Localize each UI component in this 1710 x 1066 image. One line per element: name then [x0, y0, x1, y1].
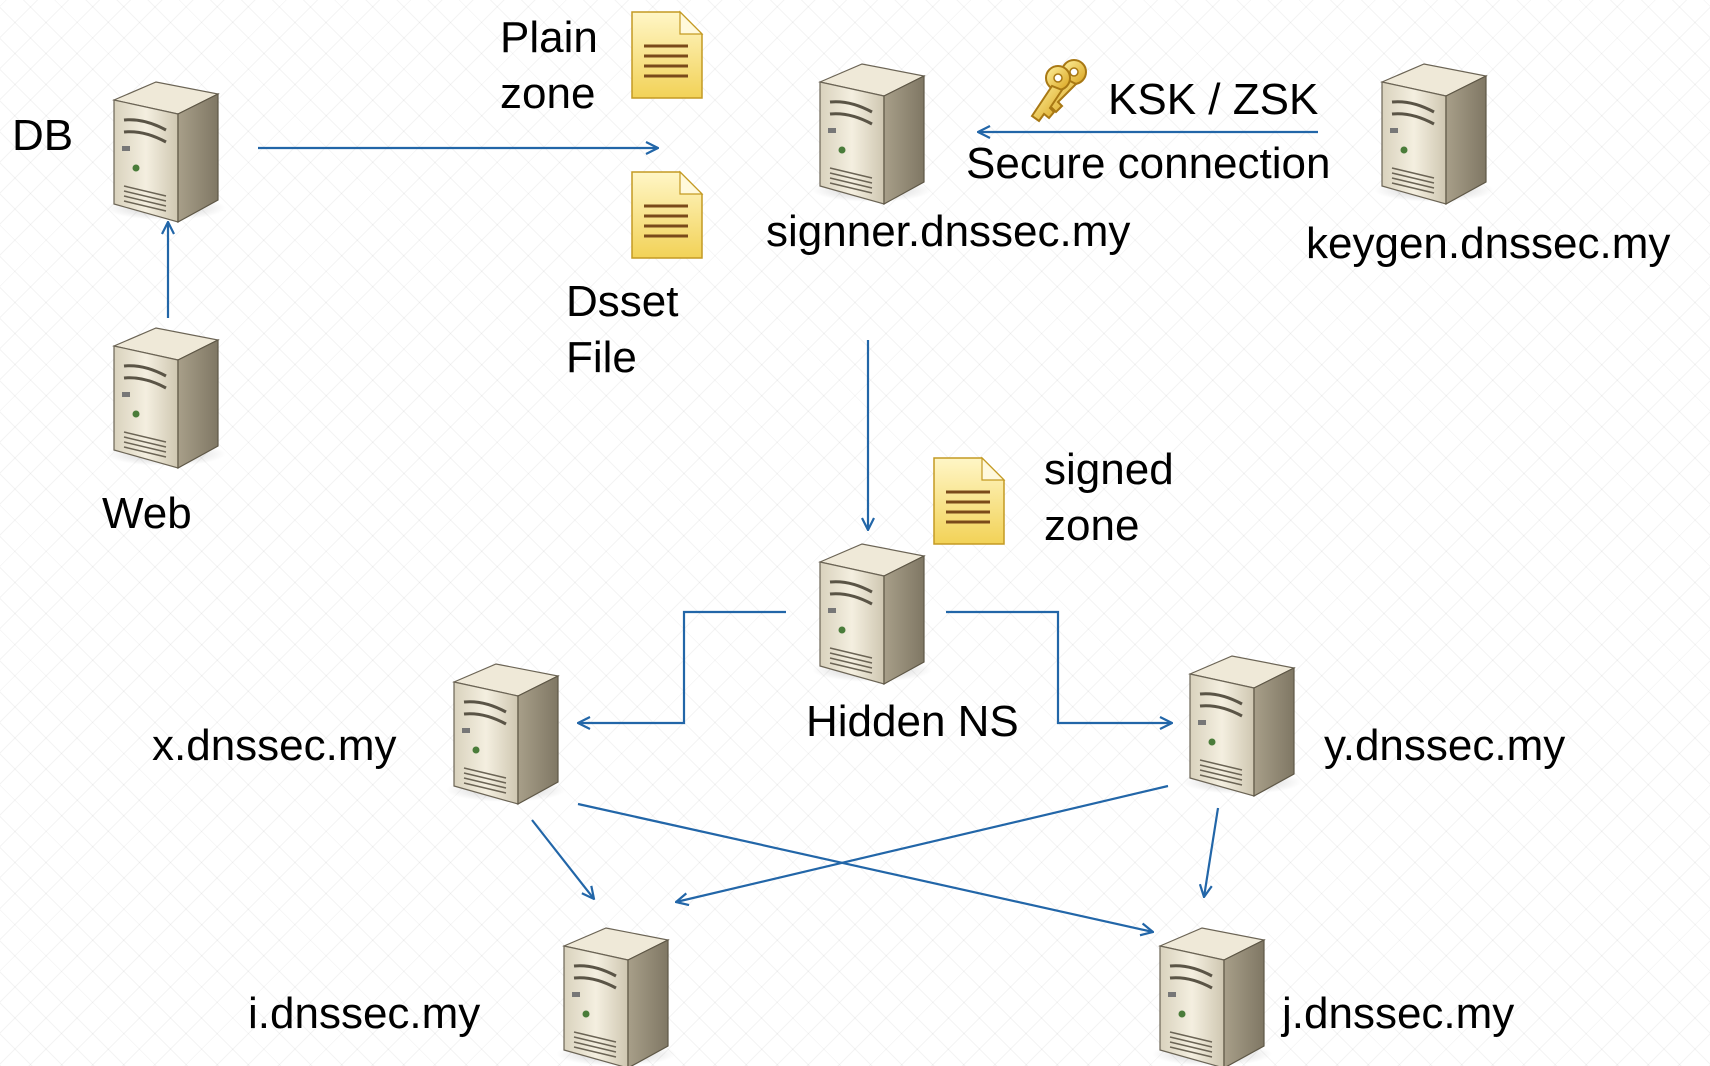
y-server-icon: [1180, 654, 1304, 798]
arrow-hidden-ns-to-x: [578, 610, 786, 723]
i-server-icon: [554, 926, 678, 1066]
arrow-x-to-i: [531, 819, 594, 899]
dsset-document-icon: [630, 170, 704, 260]
ksk-zsk-label: KSK / ZSK: [1108, 75, 1319, 124]
i-dnssec-label: i.dnssec.my: [248, 989, 481, 1038]
arrow-hidden-ns-to-y: [946, 610, 1172, 723]
web-label: Web: [102, 489, 192, 538]
signed-zone-label: signed zone: [1044, 442, 1174, 554]
plain-zone-label-line1: Plain: [500, 13, 598, 62]
x-server-icon: [444, 662, 568, 806]
keygen-label: keygen.dnssec.my: [1306, 219, 1671, 268]
signner-server-icon: [810, 62, 934, 206]
connectors: [168, 132, 1318, 932]
signed-zone-label-line2: zone: [1044, 501, 1140, 550]
dsset-file-label-line1: Dsset: [566, 277, 679, 326]
y-dnssec-label: y.dnssec.my: [1324, 721, 1566, 770]
db-server-icon: [104, 80, 228, 224]
arrow-y-to-i: [676, 784, 1169, 902]
j-dnssec-label: j.dnssec.my: [1282, 989, 1515, 1038]
arrow-y-to-j: [1204, 807, 1220, 897]
j-server-icon: [1150, 926, 1274, 1066]
signner-label: signner.dnssec.my: [766, 207, 1131, 256]
signed-zone-document-icon: [932, 456, 1006, 546]
x-dnssec-label: x.dnssec.my: [152, 721, 397, 770]
db-label: DB: [12, 111, 74, 160]
keygen-server-icon: [1372, 62, 1496, 206]
dsset-file-label: Dsset File: [566, 274, 678, 386]
arrow-x-to-j: [577, 802, 1153, 932]
secure-connection-label: Secure connection: [966, 139, 1331, 188]
web-server-icon: [104, 326, 228, 470]
hidden-ns-label: Hidden NS: [806, 697, 1019, 746]
key-icon: [1030, 59, 1087, 123]
plain-zone-label-line2: zone: [500, 69, 596, 118]
signed-zone-label-line1: signed: [1044, 445, 1174, 494]
plain-zone-label: Plain zone: [500, 10, 598, 122]
hidden-ns-server-icon: [810, 542, 934, 686]
plain-zone-document-icon: [630, 10, 704, 100]
dsset-file-label-line2: File: [566, 333, 637, 382]
